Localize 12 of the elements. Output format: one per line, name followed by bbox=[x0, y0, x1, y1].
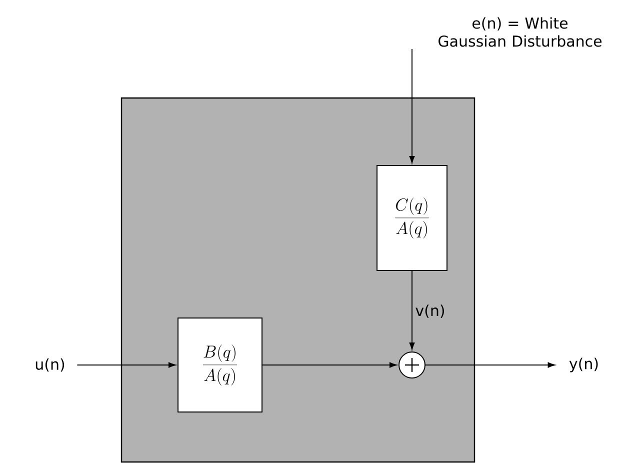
arrow bbox=[262, 362, 397, 368]
arrow bbox=[409, 48, 415, 164]
transfer-function-box: $\frac{B(q)}{A(q)}$ bbox=[178, 317, 262, 412]
transfer-function-box: $\frac{C(q)}{A(q)}$ bbox=[376, 165, 448, 271]
arrow bbox=[409, 270, 415, 350]
edge-label: v(n) bbox=[414, 304, 446, 319]
arrow bbox=[425, 362, 555, 368]
signal-label: e(n) = White Gaussian Disturbance bbox=[438, 17, 602, 47]
summing-junction bbox=[398, 351, 426, 378]
arrow bbox=[76, 362, 176, 368]
signal-label: u(n) bbox=[36, 358, 64, 372]
signal-label: y(n) bbox=[569, 358, 598, 372]
